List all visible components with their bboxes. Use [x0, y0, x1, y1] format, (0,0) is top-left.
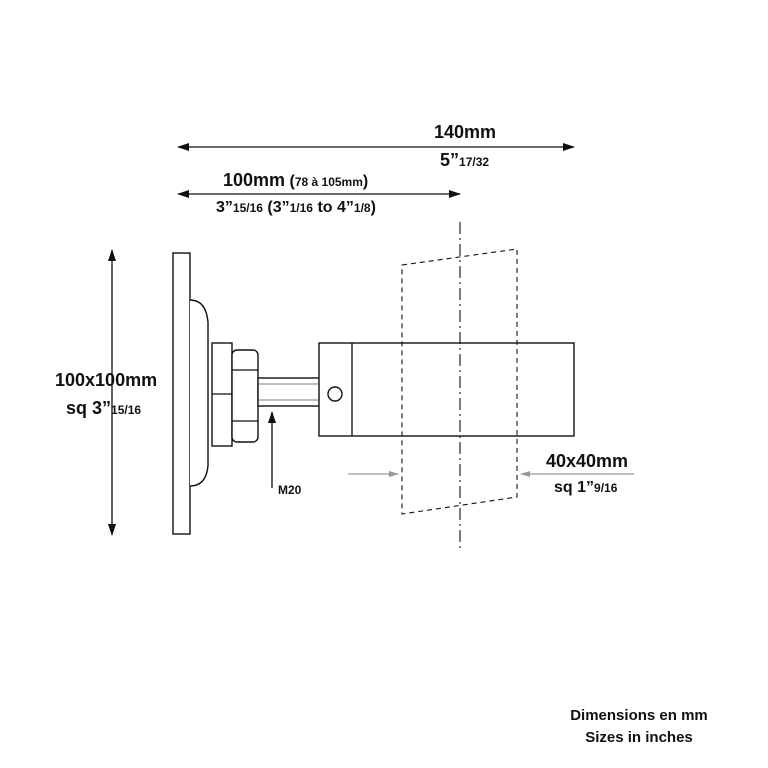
- plate-imperial-prefix: sq 3”: [66, 398, 112, 418]
- overall-length-imperial: 5”17/32: [440, 151, 489, 170]
- projection-metric-value: 100mm: [223, 170, 286, 190]
- tube-size-metric: 40x40mm: [546, 451, 629, 471]
- projection-range-open: (: [289, 173, 295, 190]
- tube-imperial-fraction: 9/16: [594, 481, 618, 495]
- projection-imperial-range-a: (3”: [267, 199, 290, 216]
- units-note-metric: Dimensions en mm: [570, 707, 708, 724]
- threaded-rod: [257, 377, 321, 407]
- projection-imperial-range-close: ): [370, 199, 376, 216]
- projection-imperial-fraction: 15/16: [232, 201, 263, 215]
- plate-size-imperial: sq 3”15/16: [66, 399, 141, 418]
- tube-size-imperial: sq 1”9/16: [554, 480, 617, 496]
- projection-imperial-range-b-fraction: 1/8: [353, 201, 371, 215]
- units-note-imperial: Sizes in inches: [585, 729, 693, 746]
- projection-length-metric: 100mm (78 à 105mm): [223, 171, 368, 190]
- overall-imperial-fraction: 17/32: [459, 155, 490, 169]
- plate-imperial-fraction: 15/16: [111, 403, 142, 417]
- projection-imperial-range-to: to 4”: [317, 199, 354, 216]
- wall-plate: [172, 252, 191, 535]
- hex-nut: [231, 349, 259, 443]
- overall-imperial-whole: 5”: [440, 150, 460, 170]
- plate-size-metric: 100x100mm: [55, 370, 158, 390]
- square-tube-outline: [401, 248, 518, 515]
- projection-imperial-range-a-fraction: 1/16: [289, 201, 313, 215]
- plate-boss: [189, 299, 209, 487]
- thread-size-label: M20: [278, 483, 302, 497]
- projection-range-close: ): [362, 173, 369, 190]
- set-screw-hole: [327, 386, 343, 402]
- projection-length-imperial: 3”15/16 (3”1/16 to 4”1/8): [216, 200, 376, 216]
- tube-imperial-prefix: sq 1”: [554, 479, 595, 496]
- tube-holder: [318, 342, 575, 437]
- projection-metric-range: 78 à 105mm: [294, 175, 363, 189]
- projection-imperial-whole: 3”: [216, 199, 233, 216]
- overall-length-metric: 140mm: [434, 122, 497, 142]
